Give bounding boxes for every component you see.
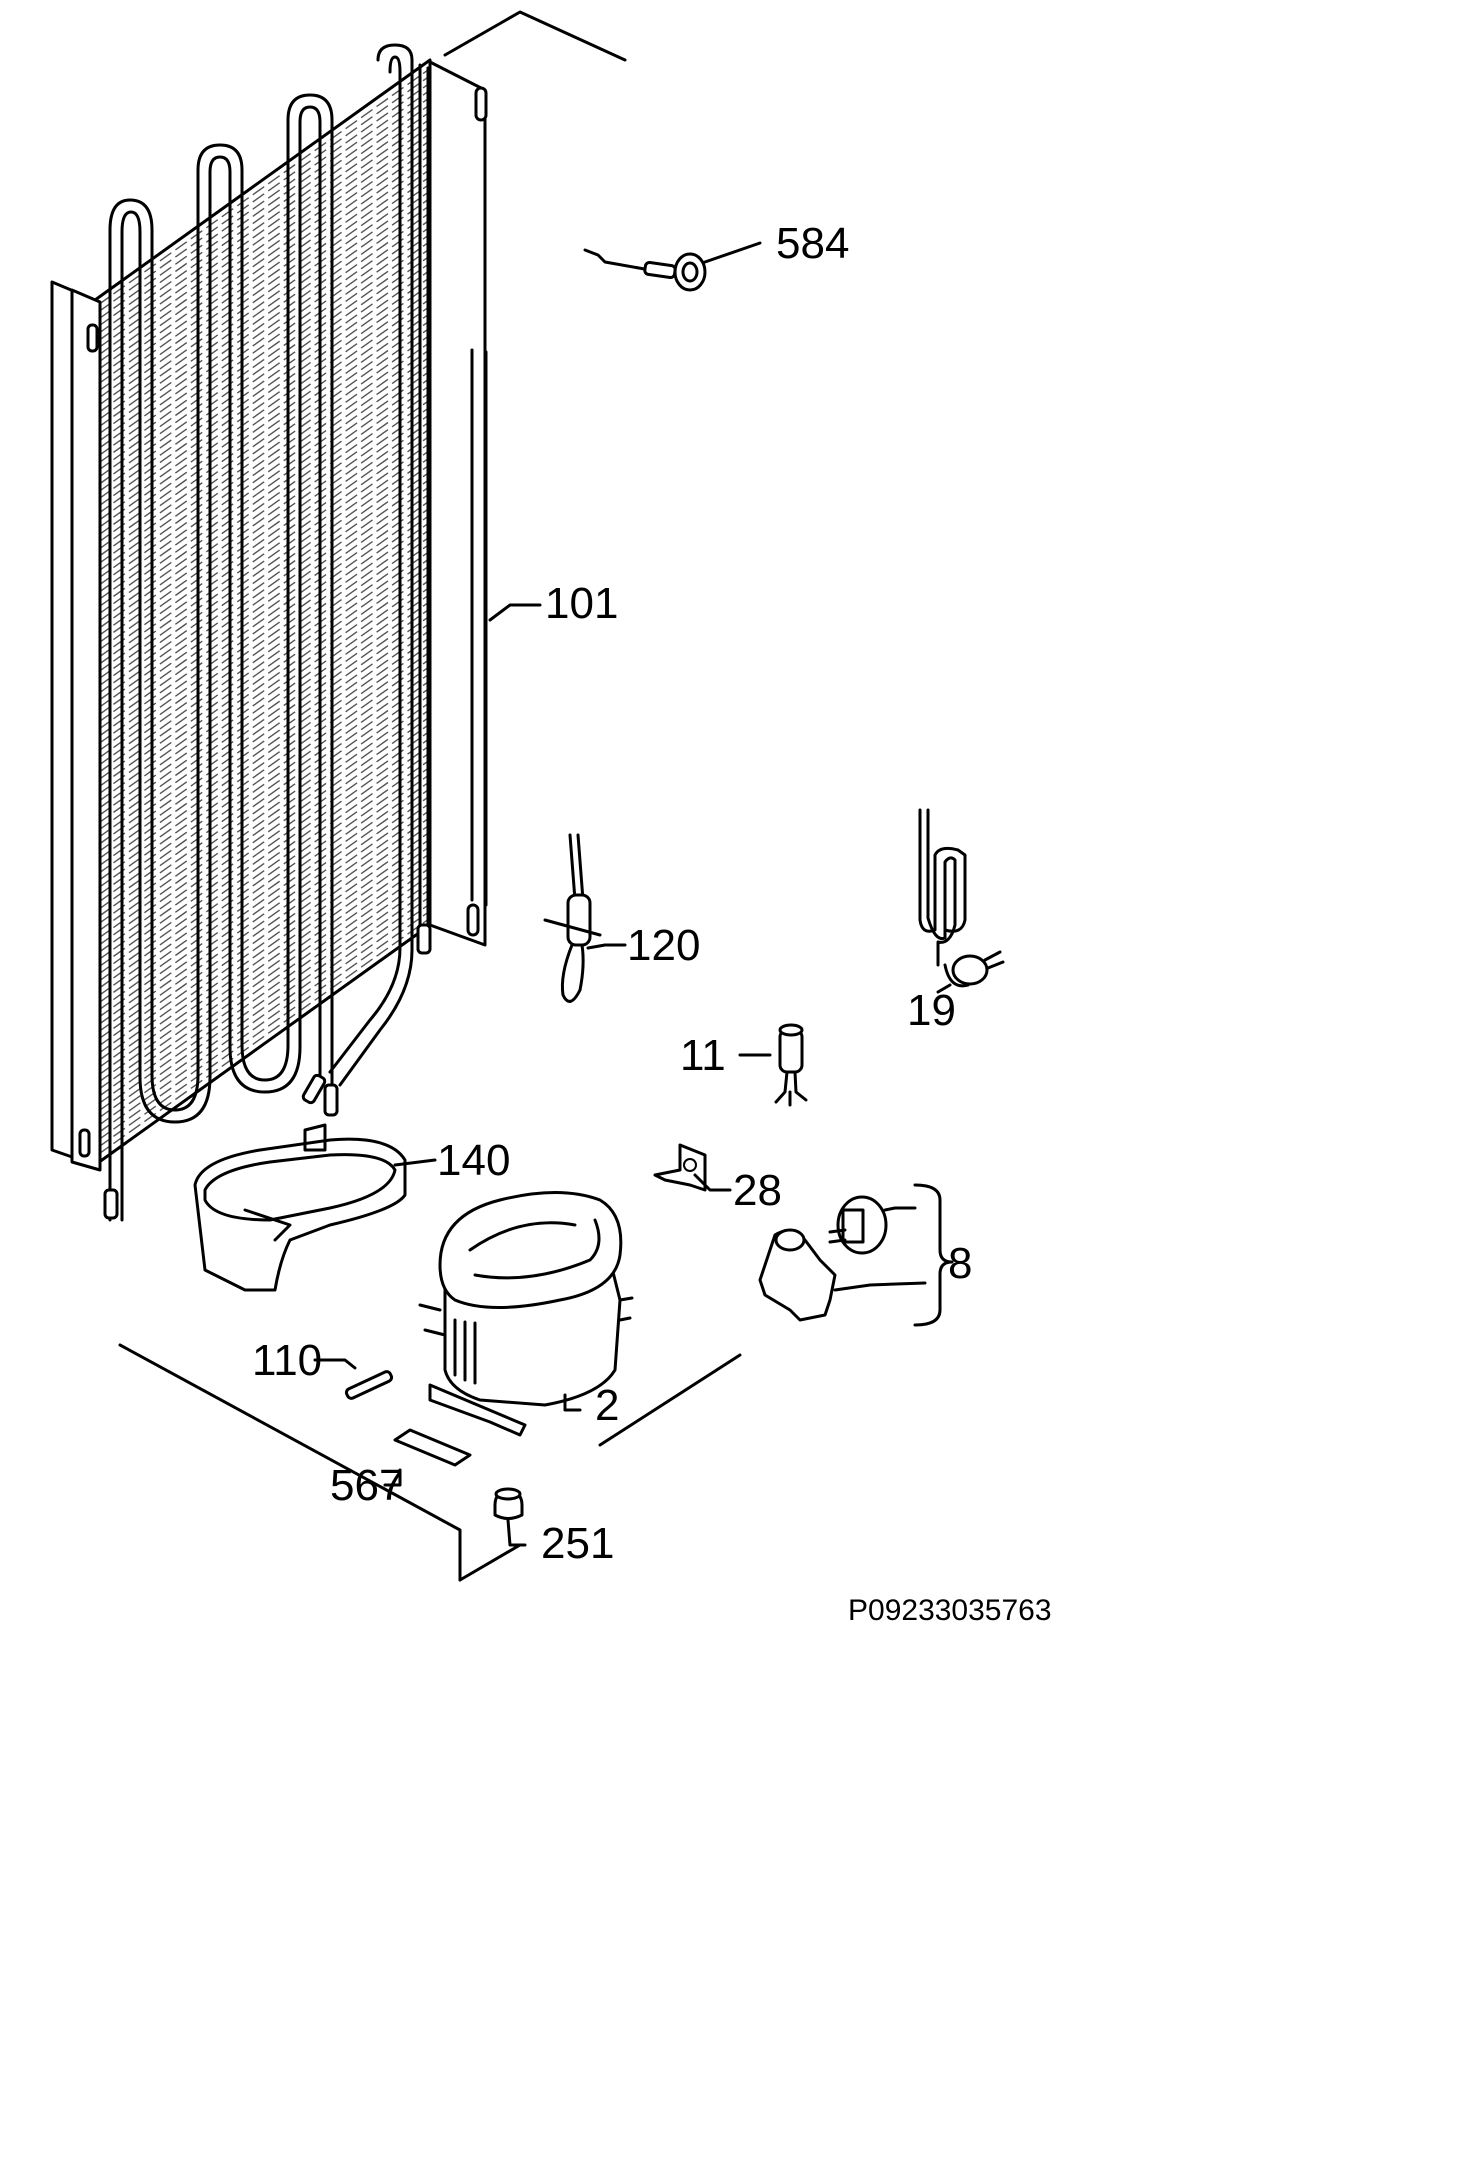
condenser-fin [97, 911, 429, 1148]
starter-relay-part-8 [758, 1195, 888, 1322]
label-110: 110 [252, 1336, 322, 1385]
power-cord-part [918, 808, 1005, 988]
label-11: 11 [680, 1031, 726, 1080]
label-101: 101 [545, 579, 618, 628]
drip-tray-part [193, 1123, 407, 1292]
connector-part [543, 833, 602, 1003]
label-584: 584 [776, 219, 849, 268]
label-120: 120 [627, 921, 700, 970]
pin-part-110 [344, 1370, 394, 1400]
label-140: 140 [437, 1136, 510, 1185]
part-labels: 584 101 120 19 11 140 28 8 110 2 567 251… [252, 219, 1052, 1627]
pad-part-567 [393, 1428, 472, 1467]
label-8: 8 [948, 1239, 972, 1288]
nut-part-251 [493, 1487, 524, 1520]
bracket-part-28 [653, 1143, 707, 1192]
cabinet-outline [118, 10, 742, 1582]
condenser-fin [97, 904, 429, 1141]
label-2: 2 [595, 1381, 619, 1430]
label-567: 567 [330, 1461, 403, 1510]
condenser-assembly [50, 43, 488, 1222]
label-19: 19 [907, 986, 956, 1035]
sensor-part-11 [774, 1023, 808, 1107]
label-251: 251 [541, 1519, 614, 1568]
label-28: 28 [733, 1166, 782, 1215]
compressor-part [418, 1191, 634, 1437]
leader-lines [313, 241, 954, 1547]
sensor-cable-part [583, 248, 707, 292]
drawing-reference-code: P09233035763 [848, 1594, 1052, 1627]
